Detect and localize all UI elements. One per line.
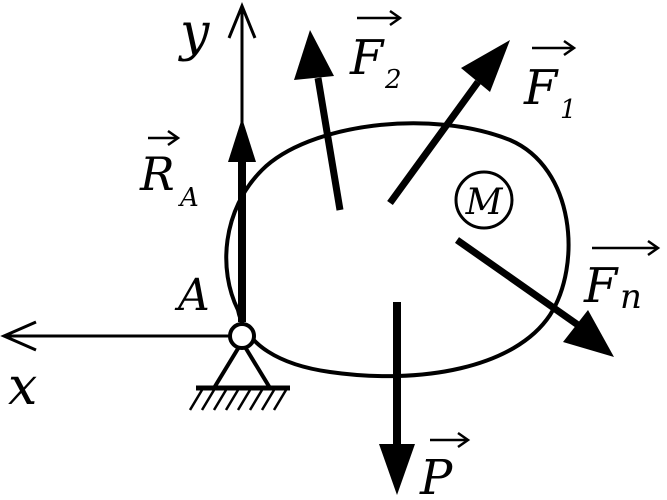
moment-label: M — [465, 182, 504, 223]
force-fn-label: F n — [583, 239, 661, 317]
pin-joint — [228, 322, 256, 350]
reaction-force-letter: R — [139, 147, 175, 201]
y-axis-arrowhead — [227, 2, 257, 39]
y-axis-label: y — [178, 3, 210, 63]
moment-circle — [454, 170, 514, 230]
x-axis-label: x — [8, 357, 37, 417]
x-axis-arrowhead — [0, 320, 37, 352]
force-fn-subscript: n — [620, 277, 642, 317]
force-f2-label: F 2 — [349, 9, 403, 95]
reaction-force-subscript: A — [178, 183, 199, 213]
reaction-force-label: R A — [139, 129, 199, 213]
point-a-label: A — [174, 270, 210, 321]
force-f2-letter: F — [349, 30, 385, 86]
ground-hatching — [188, 389, 288, 411]
force-f1-label: F 1 — [523, 39, 577, 125]
force-f1-vector — [387, 79, 481, 206]
force-fn-letter: F — [583, 258, 619, 314]
force-p-arrowhead — [379, 444, 415, 495]
force-p-label: P — [419, 431, 471, 500]
force-fn-arrowhead — [563, 310, 614, 357]
force-p-letter: P — [419, 450, 453, 500]
force-f2-subscript: 2 — [384, 65, 402, 95]
pin-support — [188, 322, 290, 411]
force-f2-vector — [314, 77, 344, 211]
force-f2-arrowhead — [294, 30, 334, 80]
reaction-force-arrowhead — [228, 118, 256, 162]
force-f1-subscript: 1 — [560, 95, 577, 125]
force-f1-letter: F — [523, 60, 559, 116]
body-outline — [224, 121, 571, 379]
force-f1-arrowhead — [461, 40, 510, 92]
force-fn-vector — [454, 237, 581, 328]
